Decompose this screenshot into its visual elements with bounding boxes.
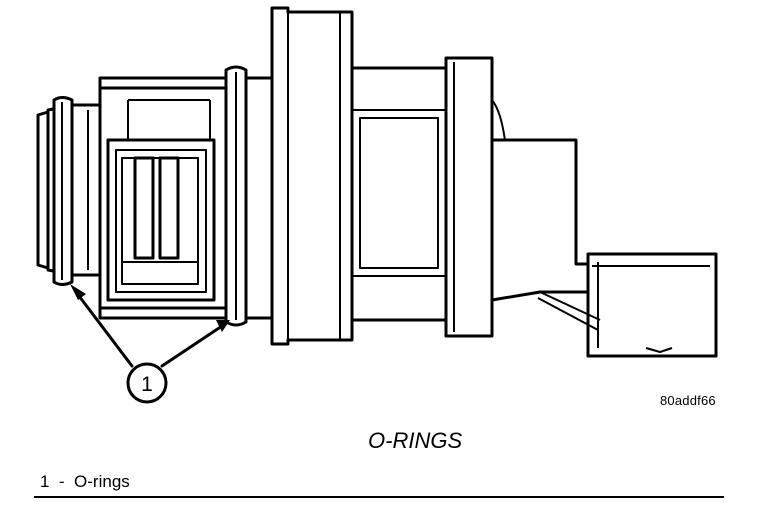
callout-leaders [70,284,230,368]
legend-separator: - [58,472,65,491]
legend-label: O-rings [74,472,130,491]
connector-neck [490,138,594,302]
o-ring-right [224,65,248,327]
callout-bubble: 1 [126,362,168,404]
callout-number: 1 [141,373,153,396]
legend-row: 1 - O-rings [40,472,130,492]
valve-mid-body [98,76,230,320]
arrow-head-right [216,320,230,332]
legend-divider [34,496,724,498]
o-ring-left [52,96,74,286]
arrow-head-left [70,284,86,300]
figure-code: 80addf66 [660,393,716,408]
valve-main-body [350,66,448,322]
figure-title: O-RINGS [368,428,463,453]
legend-number: 1 [40,472,50,491]
electrical-connector [537,252,718,358]
valve-flange [270,6,354,346]
